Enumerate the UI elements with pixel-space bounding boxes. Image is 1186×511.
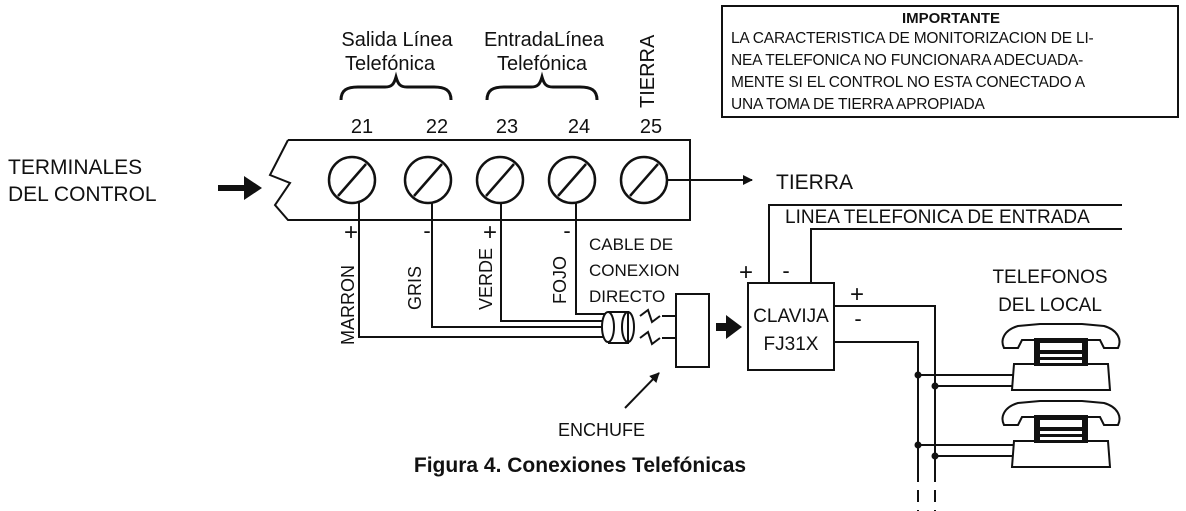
screw-24 — [547, 155, 597, 205]
cable-break-symbol — [639, 308, 661, 346]
marron-label: MARRON — [338, 265, 358, 345]
screw-21 — [327, 155, 377, 205]
phone-line-minus — [834, 341, 919, 420]
screw-25 — [619, 155, 669, 205]
wire-marron — [358, 203, 606, 338]
tierra-label: TIERRA — [776, 171, 853, 194]
phone-2-connection — [914, 441, 1014, 460]
clavija-output-minus: - — [854, 306, 861, 331]
enchufe-label: ENCHUFE — [558, 420, 645, 440]
clavija-output-plus: + — [850, 281, 864, 308]
plug-arrow — [716, 315, 742, 339]
important-line-3: MENTE SI EL CONTROL NO ESTA CONECTADO A — [731, 74, 1085, 91]
telefonos-label-line2: DEL LOCAL — [998, 295, 1102, 316]
salida-label-line1: Salida Línea — [341, 29, 453, 51]
important-title: IMPORTANTE — [901, 10, 1001, 27]
screw-22 — [403, 155, 453, 205]
clavija-label-line1: CLAVIJA — [753, 306, 829, 327]
terminal-number-21: 21 — [351, 116, 373, 138]
verde-label: VERDE — [476, 248, 496, 310]
terminal-number-25: 25 — [640, 116, 662, 138]
terminal-number-23: 23 — [496, 116, 518, 138]
fojo-label: FOJO — [550, 256, 570, 304]
clavija-input-plus: + — [739, 259, 753, 286]
wire-fojo — [575, 203, 612, 315]
telephone-icon — [1001, 400, 1121, 468]
terminal-23-plus: + — [483, 219, 497, 246]
screw-23 — [475, 155, 525, 205]
entrada-label-line2: Telefónica — [497, 53, 588, 75]
enchufe-plug — [675, 293, 710, 368]
cable-jacket — [601, 311, 635, 344]
terminales-label-line1: TERMINALES — [8, 156, 142, 179]
terminales-arrow — [218, 176, 262, 200]
terminal-21-plus: + — [344, 219, 358, 246]
cable-to-plug — [662, 315, 676, 339]
clavija-box — [747, 282, 835, 371]
telephone-icon — [1001, 323, 1121, 391]
wire-gris — [431, 203, 610, 328]
salida-label-line2: Telefónica — [345, 53, 436, 75]
cable-label-line3: DIRECTO — [589, 287, 665, 306]
clavija-label-line2: FJ31X — [764, 334, 819, 355]
entrada-brace — [485, 71, 599, 101]
terminal-24-minus: - — [563, 218, 570, 243]
terminal-number-22: 22 — [426, 116, 448, 138]
clavija-input-minus: - — [782, 258, 789, 283]
linea-entrada-wire-2 — [810, 228, 1122, 283]
figure-caption: Figura 4. Conexiones Telefónicas — [414, 454, 746, 477]
phone-line-plus — [834, 305, 936, 420]
enchufe-pointer — [624, 372, 660, 409]
linea-entrada-label: LINEA TELEFONICA DE ENTRADA — [785, 207, 1090, 228]
terminal-block-outline — [268, 139, 691, 221]
cable-label-line2: CONEXION — [589, 261, 680, 280]
salida-brace — [339, 71, 453, 101]
wire-verde — [500, 203, 612, 322]
entrada-label-line1: EntradaLínea — [484, 29, 605, 51]
phone-1-connection — [914, 371, 1014, 390]
important-line-4: UNA TOMA DE TIERRA APROPIADA — [731, 96, 985, 113]
important-note-box: IMPORTANTE LA CARACTERISTICA DE MONITORI… — [721, 5, 1179, 118]
gris-label: GRIS — [405, 266, 425, 310]
important-line-2: NEA TELEFONICA NO FUNCIONARA ADECUADA- — [731, 52, 1084, 69]
terminal-number-24: 24 — [568, 116, 590, 138]
telefonos-label-line1: TELEFONOS — [992, 267, 1107, 288]
tierra-vertical-label: TIERRA — [637, 34, 659, 108]
cable-label-line1: CABLE DE — [589, 235, 673, 254]
linea-entrada-wire-1 — [768, 204, 1122, 283]
terminales-label-line2: DEL CONTROL — [8, 183, 157, 206]
terminal-22-minus: - — [423, 218, 430, 243]
important-line-1: LA CARACTERISTICA DE MONITORIZACION DE L… — [731, 30, 1094, 47]
